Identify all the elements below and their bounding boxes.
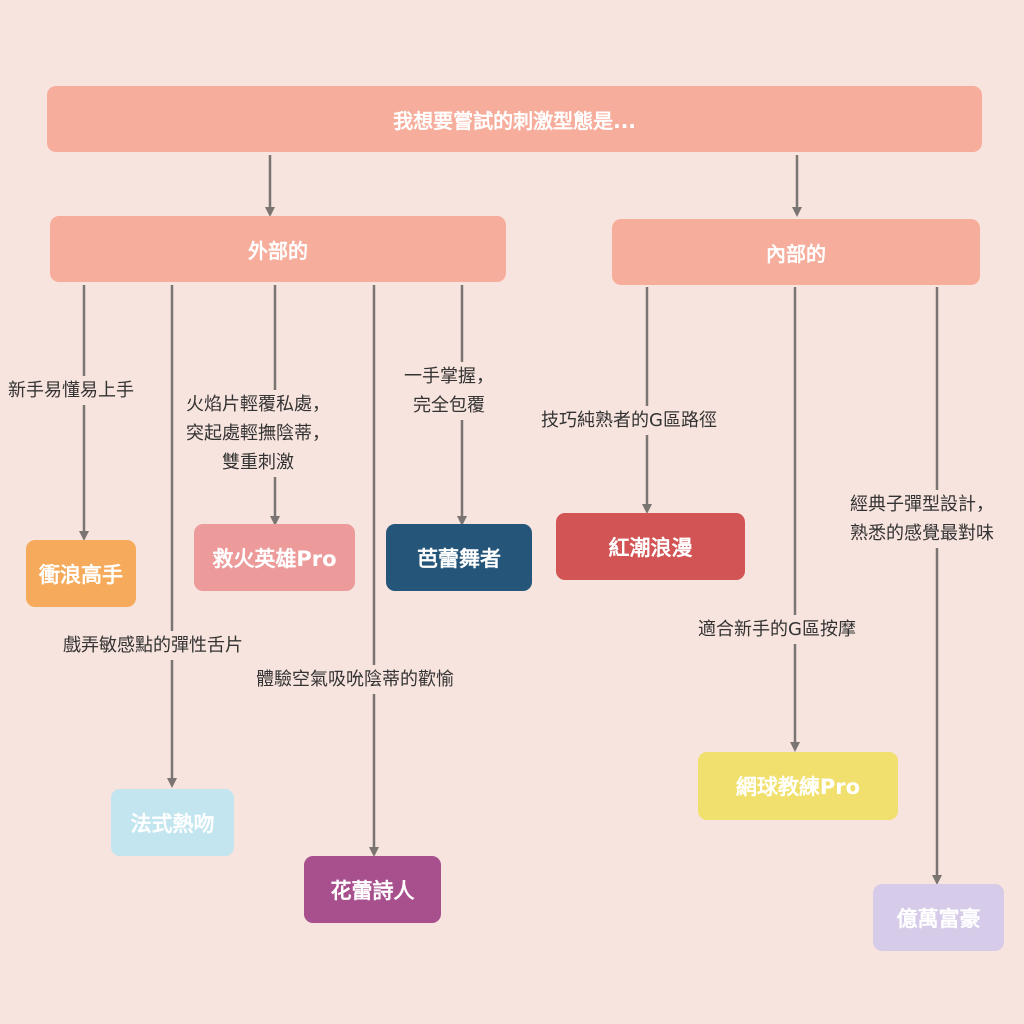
label-gspot-beginner: 適合新手的G區按摩: [698, 615, 856, 644]
product-red-tide-romance: 紅潮浪漫: [556, 513, 745, 580]
product-tennis-coach-pro: 網球教練Pro: [698, 752, 898, 820]
label-air-suction: 體驗空氣吸吮陰蒂的歡愉: [256, 665, 454, 694]
internal-branch-box: 內部的: [612, 219, 980, 285]
product-bud-poet: 花蕾詩人: [304, 856, 441, 923]
label-gspot-skilled: 技巧純熟者的G區路徑: [541, 406, 717, 435]
label-flame-petal: 火焰片輕覆私處， 突起處輕撫陰蒂， 雙重刺激: [186, 390, 330, 477]
root-question-box: 我想要嘗試的刺激型態是...: [47, 86, 982, 152]
internal-branch-text: 內部的: [766, 241, 826, 266]
product-surfer: 衝浪高手: [26, 540, 136, 607]
external-branch-text: 外部的: [248, 238, 308, 263]
label-full-grip: 一手掌握， 完全包覆: [404, 362, 494, 420]
product-millionaire: 億萬富豪: [873, 884, 1004, 951]
product-firefighter-pro: 救火英雄Pro: [194, 524, 355, 591]
product-french-kiss: 法式熱吻: [111, 789, 234, 856]
external-branch-box: 外部的: [50, 216, 506, 282]
product-ballet-dancer: 芭蕾舞者: [386, 524, 532, 591]
label-classic-bullet: 經典子彈型設計， 熟悉的感覺最對味: [850, 490, 994, 548]
label-tongue-tease: 戲弄敏感點的彈性舌片: [63, 631, 243, 660]
root-question-text: 我想要嘗試的刺激型態是...: [393, 108, 636, 133]
label-beginner-friendly: 新手易懂易上手: [8, 376, 134, 405]
